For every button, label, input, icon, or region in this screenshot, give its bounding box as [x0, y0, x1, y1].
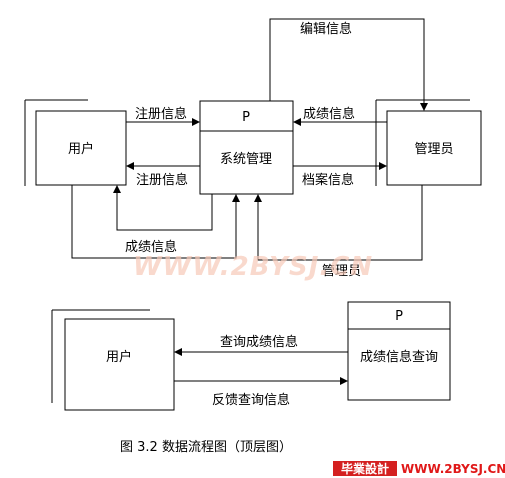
flow-process-to-user	[113, 185, 213, 231]
flow-admin-bottom	[254, 185, 423, 261]
footer-url: WWW.2BYSJ.CN	[401, 462, 505, 476]
process-system-management: P 系统管理	[199, 100, 294, 195]
figure-caption: 图 3.2 数据流程图（顶层图）	[120, 440, 292, 455]
watermark: WWW.2BYSJ.CN	[133, 252, 373, 282]
footer-brand-bg	[333, 461, 397, 476]
footer-logo: 毕業設計 WWW.2BYSJ.CN	[333, 461, 505, 476]
flow-label-register-in: 注册信息	[135, 106, 187, 122]
flow-label-archive-out: 档案信息	[302, 172, 354, 188]
flow-edit-info	[269, 18, 428, 111]
process-score-query: P 成绩信息查询	[347, 301, 451, 401]
external-entity-user: 用户	[24, 99, 127, 186]
external-entity-user-2: 用户	[51, 309, 175, 411]
process-name: 系统管理	[220, 152, 272, 167]
entity-label-user-2: 用户	[106, 349, 132, 365]
flow-label-admin-bottom: 管理员	[322, 264, 361, 279]
flow-score-bottom	[71, 185, 240, 259]
flow-label-score-bottom: 成绩信息	[125, 239, 177, 255]
process-id: P	[242, 110, 250, 125]
entity-label-user: 用户	[68, 141, 94, 157]
flow-label-feedback-query: 反馈查询信息	[212, 392, 290, 408]
flow-label-score-in: 成绩信息	[303, 106, 355, 122]
footer-brand: 毕業設計	[341, 461, 389, 476]
flow-label-query-score: 查询成绩信息	[220, 334, 298, 350]
flow-label-register-out: 注册信息	[136, 172, 188, 188]
process-id-2: P	[395, 309, 403, 324]
external-entity-admin: 管理员	[375, 99, 482, 186]
entity-label-admin: 管理员	[414, 142, 453, 157]
flow-label-edit-info: 编辑信息	[300, 21, 352, 37]
process-name-2: 成绩信息查询	[360, 349, 438, 365]
